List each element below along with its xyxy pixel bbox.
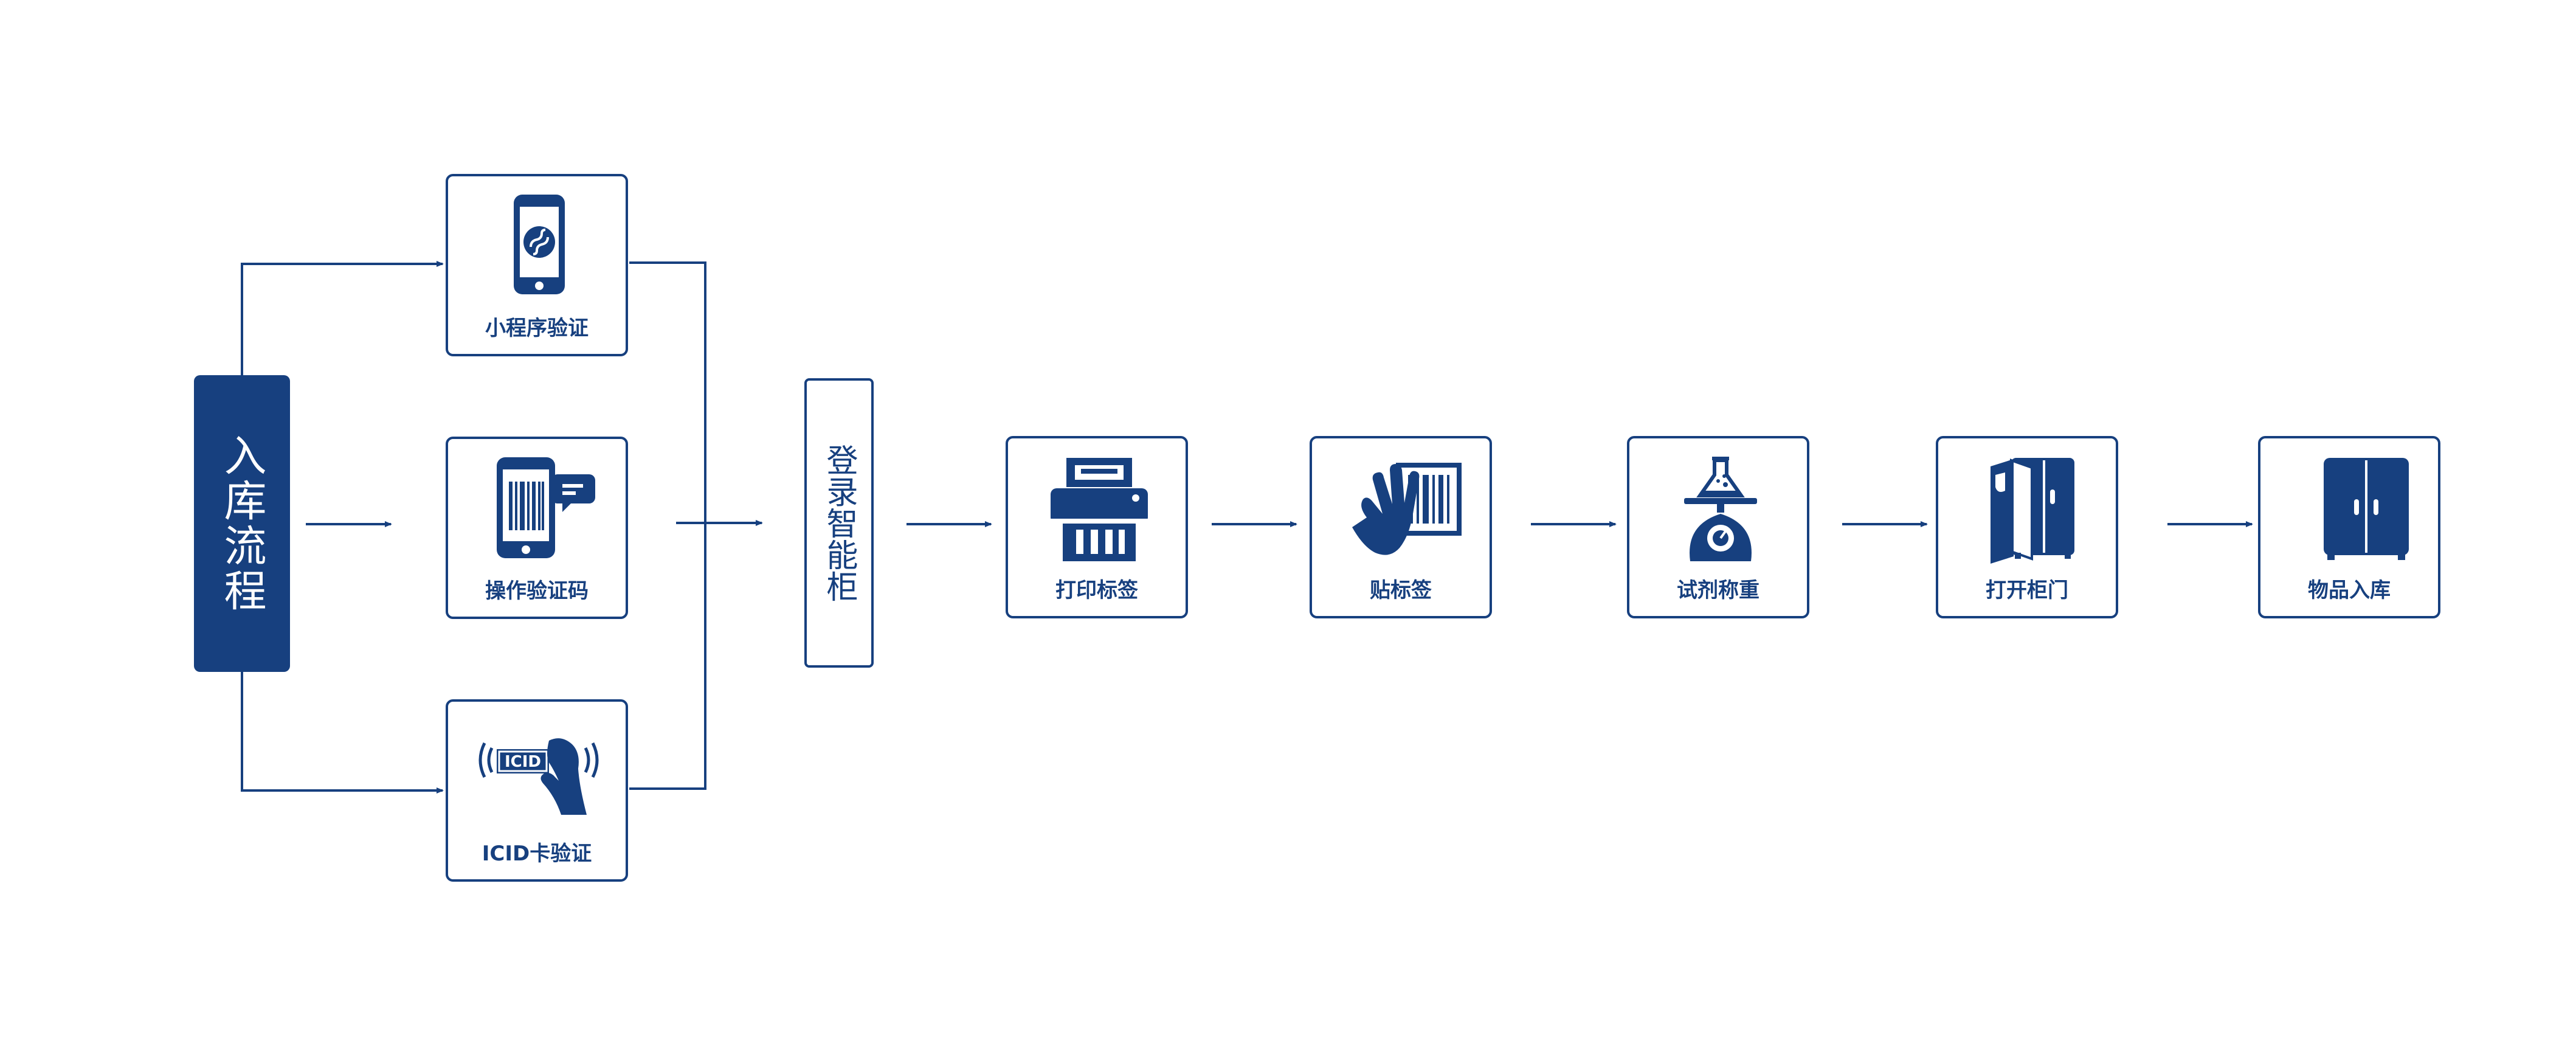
- verify-icid-box: ICID ICID卡验证: [446, 699, 628, 882]
- connector-start-to-bottom: [241, 672, 444, 794]
- icid-card-hand-icon: ICID: [478, 738, 599, 815]
- step-stick-label-text: 贴标签: [1370, 578, 1432, 603]
- printer-icon: [1051, 458, 1148, 561]
- step-stick-label-box: 贴标签: [1310, 436, 1492, 618]
- step-open-door-box: 打开柜门: [1936, 436, 2118, 618]
- cabinet-open-icon: [1991, 458, 2074, 564]
- verify-miniprogram-box: 小程序验证: [446, 174, 628, 356]
- phone-barcode-chat-icon: [497, 457, 595, 558]
- step-print-label-text: 打印标签: [1055, 578, 1138, 603]
- verify-icid-label: ICID卡验证: [482, 842, 592, 866]
- verify-miniprogram-label: 小程序验证: [485, 316, 589, 341]
- step-weigh-box: 试剂称重: [1627, 436, 1809, 618]
- connector-start-to-top: [241, 261, 444, 375]
- step-open-door-text: 打开柜门: [1986, 578, 2068, 603]
- start-node: 入库流程: [194, 375, 290, 672]
- verify-code-label: 操作验证码: [485, 579, 589, 603]
- hand-barcode-icon: [1352, 463, 1462, 555]
- step-store-box: 物品入库: [2258, 436, 2440, 618]
- login-label: 登录智能柜: [821, 444, 857, 602]
- connector-top-to-merge: [629, 261, 706, 790]
- flask-scale-icon: [1684, 457, 1757, 561]
- start-label: 入库流程: [217, 434, 267, 614]
- cabinet-closed-icon: [2324, 458, 2409, 560]
- phone-miniprogram-icon: [514, 195, 565, 294]
- step-weigh-text: 试剂称重: [1677, 578, 1759, 603]
- step-print-label-box: 打印标签: [1006, 436, 1188, 618]
- step-store-text: 物品入库: [2308, 578, 2391, 603]
- icid-card-text: ICID: [505, 753, 541, 771]
- verify-code-box: 操作验证码: [446, 437, 628, 619]
- login-node: 登录智能柜: [804, 378, 874, 668]
